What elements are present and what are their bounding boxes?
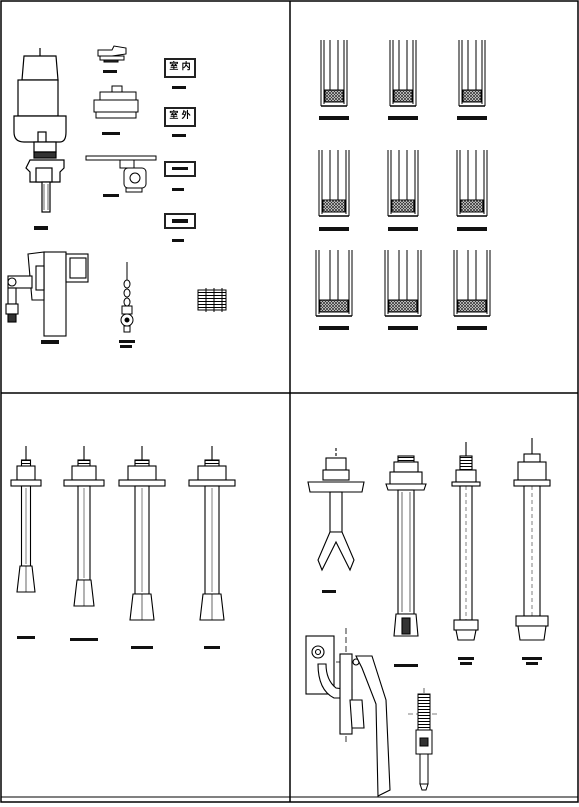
tl-plate-inside (164, 58, 196, 78)
br-label-4 (460, 662, 472, 665)
glazing-profile-label (388, 116, 418, 120)
br-small-pin (408, 688, 438, 791)
tl-label-1 (34, 226, 48, 230)
glazing-profile (453, 250, 491, 317)
br-long-bolt-2 (513, 438, 551, 641)
expansion-anchor (118, 446, 166, 621)
tl-label-10 (119, 340, 135, 343)
glazing-profile-label (388, 326, 418, 330)
tl-label-2 (103, 70, 117, 73)
glazing-profile-label (457, 326, 487, 330)
glazing-profile (320, 40, 348, 107)
br-handle-latch (305, 628, 391, 797)
glazing-profile (458, 40, 486, 107)
tl-plate-3 (164, 161, 196, 177)
br-sleeve-anchor (385, 455, 427, 637)
tl-bracket-block (197, 288, 227, 312)
tl-small-handle (97, 45, 127, 63)
tl-label-7 (172, 188, 184, 191)
br-label-5 (522, 657, 542, 660)
tl-latch-assembly (5, 251, 89, 337)
tl-plate-outside (164, 107, 196, 127)
anchor-label (204, 646, 220, 649)
tl-label-4 (103, 194, 119, 197)
tl-label-11 (120, 345, 132, 348)
tl-window-closer (13, 48, 67, 213)
br-long-bolt-1 (451, 442, 481, 641)
glazing-profile (318, 150, 350, 217)
glazing-profile (315, 250, 353, 317)
tl-chain-hook (120, 262, 134, 333)
glazing-profile-label (388, 227, 418, 231)
br-label-6 (526, 662, 538, 665)
glazing-profile-label (319, 326, 349, 330)
tl-label-6 (172, 134, 186, 137)
tl-label-9 (41, 340, 59, 344)
tr-glazing-profiles (315, 40, 491, 330)
glazing-profile-label (457, 227, 487, 231)
glazing-profile-label (457, 116, 487, 120)
glazing-profile (389, 40, 417, 107)
glazing-profile-label (319, 227, 349, 231)
expansion-anchor (63, 446, 105, 607)
tl-hinge-bracket (93, 85, 139, 119)
br-label-3 (458, 657, 474, 660)
br-label-2 (394, 664, 418, 667)
anchor-label (70, 638, 98, 641)
expansion-anchor (188, 446, 236, 621)
glazing-profile (387, 150, 419, 217)
glazing-profile (456, 150, 488, 217)
plate-inside-text: 室 内 (169, 62, 191, 72)
bl-expansion-anchors (10, 446, 236, 649)
anchor-label (131, 646, 153, 649)
expansion-anchor (10, 446, 42, 593)
plate-outside-text: 室 外 (169, 111, 191, 121)
tl-plate-4 (164, 213, 196, 229)
tl-label-3 (102, 132, 120, 135)
tl-label-5 (172, 86, 186, 89)
anchor-label (17, 636, 35, 639)
br-label-1 (322, 590, 336, 593)
glazing-profile-label (319, 116, 349, 120)
glazing-profile (384, 250, 422, 317)
br-split-anchor (307, 448, 365, 572)
tl-arm-lock (85, 155, 157, 193)
tl-label-8 (172, 239, 184, 242)
